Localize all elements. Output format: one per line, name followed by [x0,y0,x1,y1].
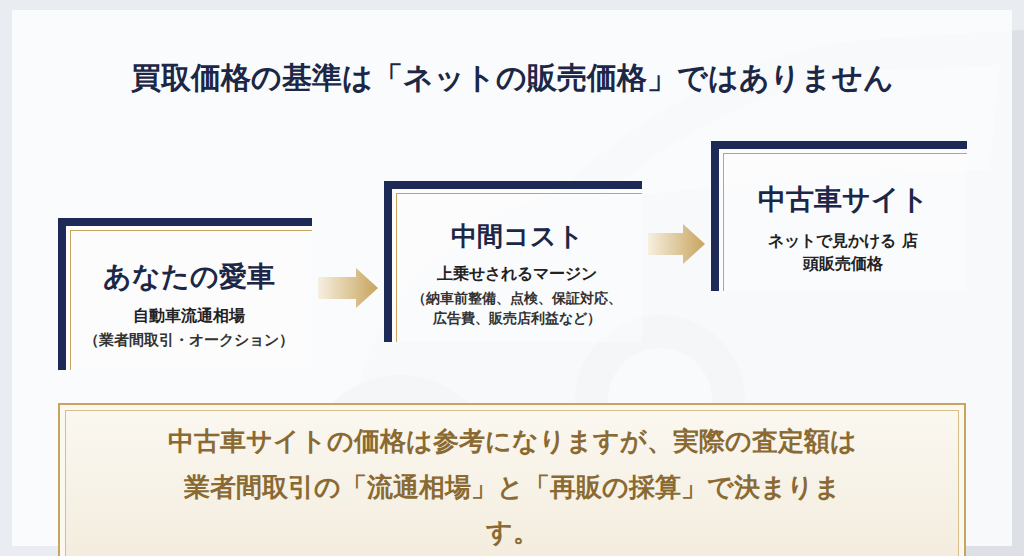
box-text: 自動車流通相場 [133,306,245,327]
step-box: 中間コスト上乗せされるマージン （納車前整備、点検、保証対応、 広告費、販売店利益… [384,181,642,342]
summary-banner: 中古車サイトの価格は参考になりますが、実際の査定額は 業者間取引の「流通相場」と… [58,403,966,556]
step-box: 中古車サイトネットで見かける 店頭販売価格 [711,141,967,291]
box-text: （業者間取引・オークション） [84,331,294,350]
box-heading: 中古車サイトの価格は参考になりますが、実際の査定額は 業者間取引の「流通相場」と… [162,419,862,556]
title: 買取価格の基準は「ネットの販売価格」ではありません [0,58,1024,99]
box-text: 上乗せされるマージン [437,264,597,285]
box-heading: 中間コスト [451,219,584,254]
step-box: あなたの愛車自動車流通相場 （業者間取引・オークション） [58,218,312,370]
box-text: ネットで見かける 店頭販売価格 [768,229,918,275]
box-text: （納車前整備、点検、保証対応、 広告費、販売店利益など） [407,289,627,328]
flow-arrow [318,268,378,308]
flow-arrow [648,224,705,264]
box-heading: あなたの愛車 [103,258,275,296]
box-heading: 中古車サイト [758,181,929,219]
